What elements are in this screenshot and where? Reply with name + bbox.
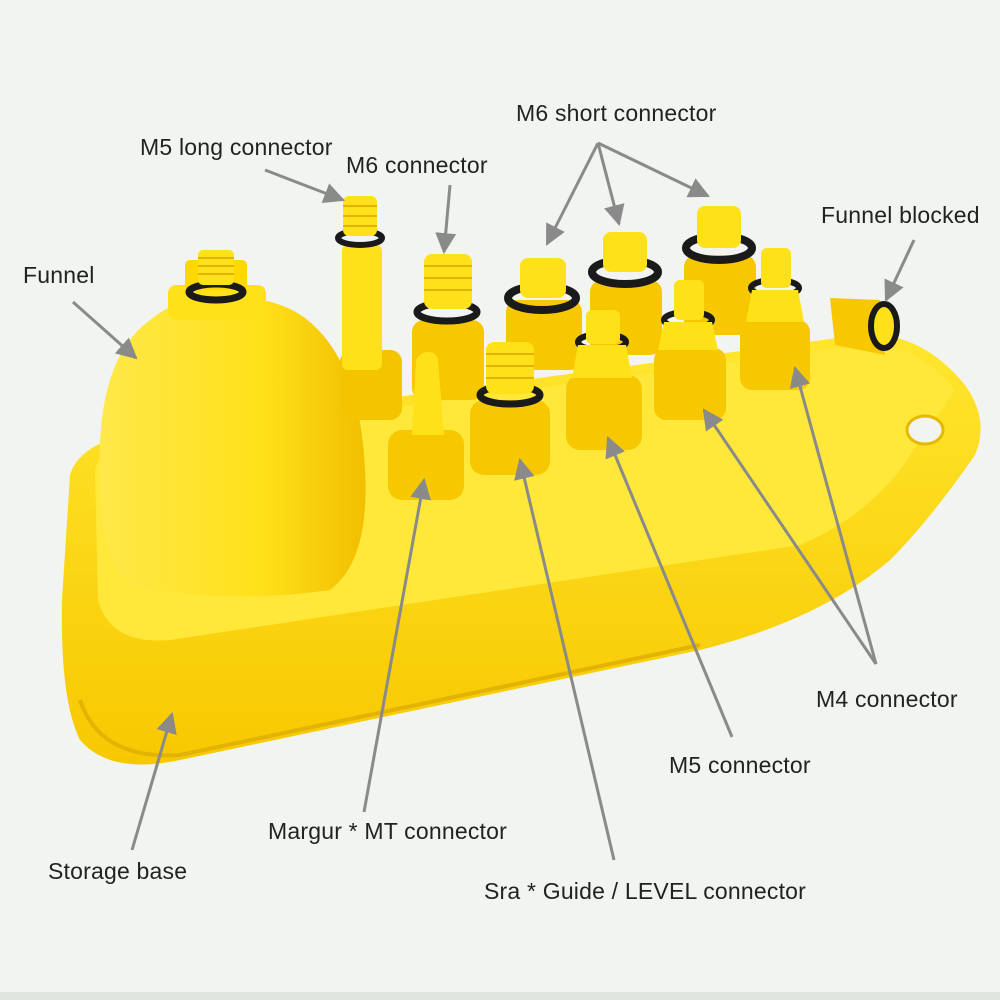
label-m6-connector: M6 connector	[346, 152, 488, 178]
label-m6-short-connector: M6 short connector	[516, 100, 717, 126]
bottom-strip	[0, 992, 1000, 1000]
label-magura-mt-connector: Margur * MT connector	[268, 818, 507, 844]
hanging-hole	[905, 414, 945, 446]
sram-guide-level-connector	[470, 342, 550, 475]
label-m4-connector: M4 connector	[816, 686, 958, 712]
label-m5-long-connector: M5 long connector	[140, 134, 333, 160]
label-sram-guide-level-connector: Sra * Guide / LEVEL connector	[484, 878, 807, 904]
m6-connector	[412, 254, 484, 400]
m5-long-connector	[335, 196, 402, 420]
label-funnel-blocked: Funnel blocked	[821, 202, 980, 228]
label-m5-connector: M5 connector	[669, 752, 811, 778]
m4-connector	[740, 248, 810, 390]
m4-connector	[654, 280, 726, 420]
magura-mt-connector	[388, 352, 464, 500]
funnel	[99, 250, 366, 597]
leader-arrows	[72, 141, 916, 861]
label-storage-base: Storage base	[48, 858, 188, 884]
funnel-blocked-plug	[830, 298, 900, 355]
label-funnel: Funnel	[23, 262, 95, 288]
m5-connector	[566, 310, 642, 450]
